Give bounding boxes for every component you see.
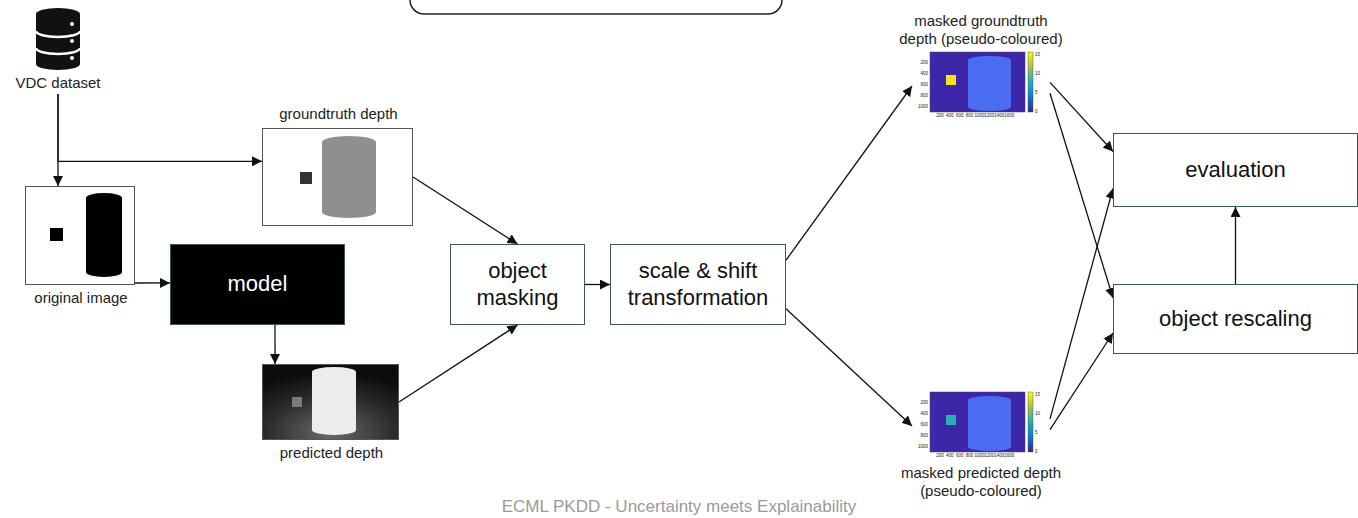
flow-arrow	[135, 282, 170, 283]
colorbar-tick: 5	[1035, 431, 1049, 436]
box-label: object masking	[451, 258, 584, 311]
model-box: model	[170, 244, 345, 325]
caption: original image	[0, 289, 166, 307]
caption: masked predicted depth (pseudo-coloured)	[895, 464, 1067, 500]
image-panel: groundtruth depth	[262, 128, 413, 226]
colorbar-tick: 10	[1035, 72, 1049, 77]
heatmap-panel: masked groundtruth depth (pseudo-coloure…	[912, 50, 1050, 122]
axis-tick: 400	[912, 412, 928, 417]
axis-tick: 800	[912, 94, 928, 99]
colorbar-tick: 0	[1035, 110, 1049, 115]
caption: VDC dataset	[8, 74, 108, 92]
flow-arrow	[1050, 189, 1113, 419]
process-box: scale & shift transformation	[610, 244, 786, 325]
flow-arrow	[1235, 207, 1236, 284]
axis-tick: 600	[953, 114, 967, 119]
top-frame	[410, 0, 782, 14]
flow-arrow	[1050, 82, 1113, 151]
colorbar-tick: 15	[1035, 53, 1049, 58]
process-box: object masking	[450, 244, 585, 325]
flow-arrow	[786, 309, 912, 426]
axis-tick: 1000	[912, 445, 928, 450]
flow-arrow	[1050, 333, 1113, 430]
colorbar-tick: 15	[1035, 393, 1049, 398]
flow-arrow	[786, 86, 912, 260]
caption: groundtruth depth	[233, 105, 444, 123]
colorbar-tick: 0	[1035, 450, 1049, 455]
axis-tick: 200	[933, 114, 947, 119]
image-panel: original image	[25, 186, 135, 285]
box-label: evaluation	[1177, 157, 1293, 183]
database-node: VDC dataset	[8, 6, 108, 94]
axis-tick: 600	[912, 423, 928, 428]
colorbar-tick: 5	[1035, 91, 1049, 96]
axis-tick: 200	[912, 401, 928, 406]
axis-tick: 400	[912, 72, 928, 77]
flow-arrow	[1050, 93, 1113, 298]
flow-arrow	[58, 94, 262, 161]
axis-tick: 400	[943, 454, 957, 459]
colorbar-tick: 10	[1035, 412, 1049, 417]
heatmap-panel: masked predicted depth (pseudo-coloured)	[912, 390, 1050, 462]
axis-tick: 600	[953, 454, 967, 459]
flow-arrow	[57, 94, 58, 186]
predicted-heatmap	[930, 392, 1033, 452]
axis-tick: 1000	[912, 105, 928, 110]
flow-arrow	[413, 177, 518, 244]
axis-tick: 1600	[1002, 454, 1016, 459]
axis-tick: 200	[933, 454, 947, 459]
groundtruth-image	[262, 128, 413, 226]
axis-tick: 400	[943, 114, 957, 119]
axis-tick: 200	[912, 61, 928, 66]
box-label: object rescaling	[1151, 306, 1320, 332]
box-label: scale & shift transformation	[611, 258, 785, 311]
process-box: object rescaling	[1113, 284, 1358, 354]
footer-note: ECML PKDD - Uncertainty meets Explainabi…	[0, 497, 1358, 517]
axis-tick: 600	[912, 83, 928, 88]
flow-arrow	[585, 284, 610, 285]
axis-tick: 800	[912, 434, 928, 439]
flow-arrow	[399, 325, 518, 402]
process-box: evaluation	[1113, 133, 1358, 207]
caption: predicted depth	[233, 444, 430, 462]
image-panel: predicted depth	[262, 364, 399, 440]
database-icon	[36, 8, 80, 70]
axis-tick: 1600	[1002, 114, 1016, 119]
original-image	[50, 193, 122, 277]
flow-arrow	[274, 325, 275, 364]
caption: masked groundtruth depth (pseudo-coloure…	[895, 12, 1067, 48]
predicted-image	[262, 364, 399, 440]
groundtruth-heatmap	[930, 52, 1033, 112]
box-label: model	[220, 271, 296, 297]
